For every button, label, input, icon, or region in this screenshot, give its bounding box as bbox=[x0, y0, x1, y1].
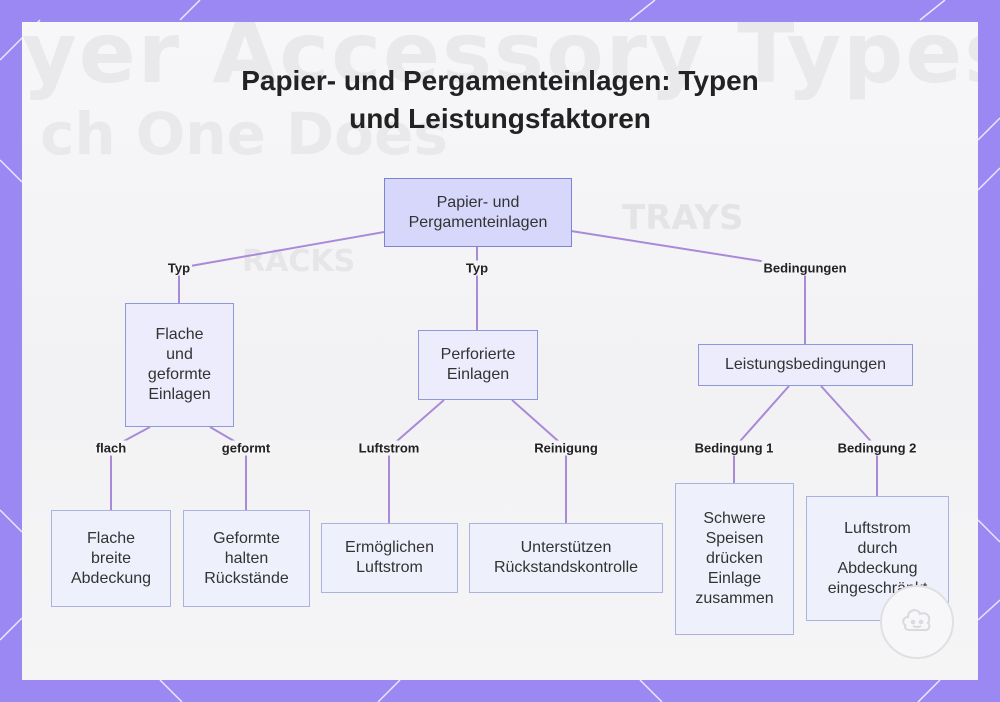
node-line: zusammen bbox=[695, 590, 774, 607]
edge-flat-flatcover bbox=[110, 426, 151, 510]
node-line: und bbox=[166, 346, 193, 363]
edge-cond-heavy bbox=[733, 385, 790, 483]
node-line: Geformte bbox=[213, 529, 280, 547]
node-line: Speisen bbox=[705, 530, 764, 547]
edge-label-root-perf: Typ bbox=[463, 260, 491, 276]
node-line: drücken bbox=[706, 550, 763, 567]
node-heavy-food: Schwere Speisen drücken Einlage zusammen bbox=[675, 483, 794, 635]
watermark-tag-trays: TRAYS bbox=[622, 198, 744, 238]
node-line: geformte bbox=[147, 366, 212, 383]
node-line: Schwere bbox=[703, 510, 766, 527]
node-line: Rückstandskontrolle bbox=[493, 559, 639, 576]
node-performance-conditions: Leistungsbedingungen bbox=[698, 344, 913, 386]
edge-perf-residue bbox=[511, 399, 567, 523]
edge-flat-shaped bbox=[209, 426, 247, 510]
node-line: Unterstützen bbox=[520, 539, 612, 556]
node-enable-airflow: Ermöglichen Luftstrom bbox=[321, 523, 458, 593]
edge-label-flat: flach bbox=[93, 440, 129, 456]
node-root: Papier- und Pergamenteinlagen bbox=[384, 178, 572, 247]
node-line: Abdeckung bbox=[70, 569, 152, 587]
node-line: Perforierte bbox=[440, 346, 516, 363]
edge-label-root-cond: Bedingungen bbox=[761, 260, 849, 276]
node-line: Luftstrom bbox=[356, 559, 423, 576]
edge-root-flat bbox=[178, 231, 385, 303]
node-line: halten bbox=[224, 549, 269, 567]
edge-label-root-flat: Typ bbox=[165, 260, 193, 276]
node-shaped-hold-residue: Geformte halten Rückstände bbox=[183, 510, 310, 607]
watermark-tag-racks: RACKS bbox=[242, 244, 356, 279]
node-line: Flache bbox=[86, 529, 136, 547]
node-line: Ermöglichen bbox=[345, 539, 434, 556]
title-line-1: Papier- und Pergamenteinlagen: Typen bbox=[241, 65, 759, 96]
edge-perf-airflow bbox=[388, 399, 445, 523]
node-line: breite bbox=[90, 549, 132, 567]
node-line: durch bbox=[857, 539, 898, 557]
title-line-2: und Leistungsfaktoren bbox=[349, 103, 651, 134]
brand-logo bbox=[880, 585, 954, 659]
node-line: Abdeckung bbox=[837, 559, 918, 577]
node-line: Flache bbox=[155, 326, 204, 343]
node-line: Rückstände bbox=[204, 569, 289, 587]
edge-label-condition-2: Bedingung 2 bbox=[835, 440, 919, 456]
node-line: Leistungsbedingungen bbox=[724, 356, 887, 373]
node-flat-shaped-liners: Flache und geformte Einlagen bbox=[125, 303, 234, 427]
edge-label-cleaning: Reinigung bbox=[532, 440, 600, 456]
diagram-title: Papier- und Pergamenteinlagen: Typen und… bbox=[0, 62, 1000, 138]
node-line: Einlagen bbox=[148, 386, 211, 403]
node-root-line: Papier- und bbox=[436, 193, 520, 211]
watermark-text-2: ch One Does bbox=[40, 100, 448, 168]
node-line: Einlagen bbox=[446, 366, 510, 383]
node-root-line: Pergamenteinlagen bbox=[408, 213, 548, 231]
node-perforated-liners: Perforierte Einlagen bbox=[418, 330, 538, 400]
edge-root-cond bbox=[570, 230, 806, 344]
node-flat-cover: Flache breite Abdeckung bbox=[51, 510, 171, 607]
node-line: Luftstrom bbox=[844, 519, 911, 537]
watermark-text-1: yer Accessory Types bbox=[22, 22, 978, 102]
edge-label-condition-1: Bedingung 1 bbox=[692, 440, 776, 456]
cloud-face-icon bbox=[902, 609, 931, 632]
edge-label-airflow: Luftstrom bbox=[356, 440, 422, 456]
edge-label-shaped: geformt bbox=[219, 440, 273, 456]
node-residue-control: Unterstützen Rückstandskontrolle bbox=[469, 523, 663, 593]
node-line: Einlage bbox=[707, 570, 762, 587]
